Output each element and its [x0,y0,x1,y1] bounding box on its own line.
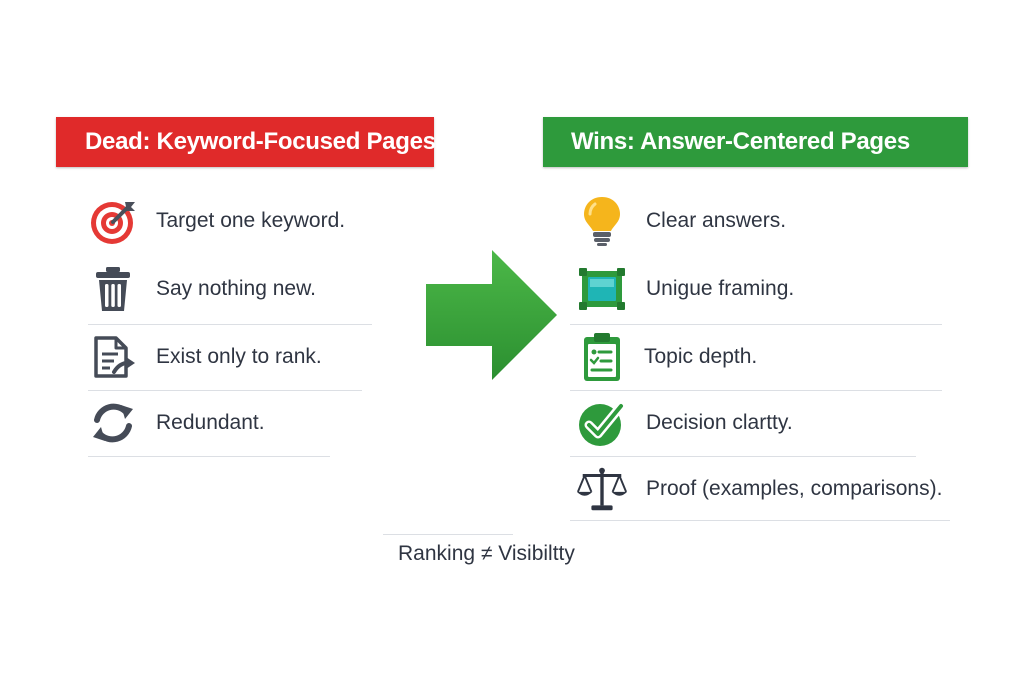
trash-icon [86,259,140,319]
item-label: Proof (examples, comparisons). [646,477,943,500]
document-arrow-icon [86,327,140,387]
divider [570,456,916,457]
list-item: Exist only to rank. [86,327,386,387]
item-label: Unigue framing. [646,277,795,300]
divider [570,390,942,391]
frame-icon [575,259,629,319]
clipboard-icon [575,327,629,387]
divider [570,520,950,521]
item-label: Redundant. [156,411,265,434]
arrow-icon [424,248,560,387]
list-item: Unigue framing. [575,259,955,319]
footer-divider [383,534,513,535]
checkmark-icon [575,393,629,453]
divider [570,324,942,325]
list-item: Decision clartty. [575,393,955,453]
item-label: Clear answers. [646,209,787,232]
item-label: Topic depth. [644,345,758,368]
list-item: Target one keyword. [86,191,386,251]
dead-panel-header: Dead: Keyword-Focused Pages [56,117,436,167]
divider [88,456,330,457]
target-icon [86,191,140,251]
lightbulb-icon [575,191,629,251]
divider [88,324,372,325]
item-label: Exist only to rank. [156,345,322,368]
dead-panel-title: Dead: Keyword-Focused Pages [85,128,436,155]
scales-icon [575,459,629,519]
wins-panel-title: Wins: Answer-Centered Pages [571,128,910,155]
divider [88,390,362,391]
list-item: Redundant. [86,393,386,453]
item-label: Target one keyword. [156,209,346,232]
footer-caption: Ranking ≠ Visibiltty [398,542,575,565]
item-label: Decision clartty. [646,411,793,434]
list-item: Clear answers. [575,191,955,251]
list-item: Topic depth. [575,327,955,387]
refresh-icon [86,393,140,453]
wins-panel-header: Wins: Answer-Centered Pages [543,117,968,167]
list-item: Proof (examples, comparisons). [575,459,955,519]
item-label: Say nothing new. [156,277,316,300]
list-item: Say nothing new. [86,259,386,319]
